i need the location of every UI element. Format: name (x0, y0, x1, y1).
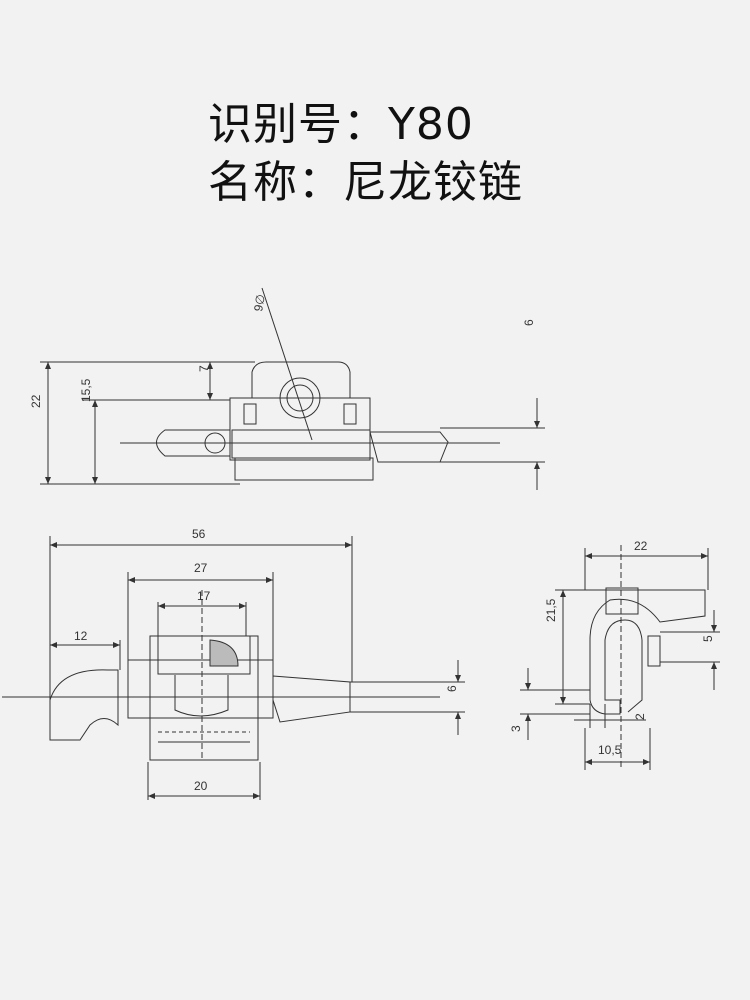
dim-foot-width: 10,5 (598, 743, 622, 757)
leader-line (261, 287, 313, 441)
top-view-base (234, 457, 374, 481)
top-view-body (229, 397, 371, 461)
dim-overall-width: 56 (192, 527, 206, 541)
front-view-housing (149, 635, 259, 761)
dim-foot-height: 3 (509, 725, 523, 732)
dim-boss-height: 7 (197, 365, 211, 372)
side-view-profile (585, 589, 706, 715)
dim-tongue-height: 6 (522, 319, 536, 326)
dim-tab-height: 5 (701, 635, 715, 642)
part-id-label: 识别号：Y80 (208, 99, 474, 150)
dim-side-height: 21,5 (544, 598, 558, 622)
right-tongue (369, 431, 449, 463)
dim-arm-thickness: 6 (445, 685, 459, 692)
top-view (40, 287, 545, 490)
part-name-label: 名称：尼龙铰链 (208, 157, 523, 208)
dim-inner-width: 17 (197, 589, 211, 603)
dim-hole-diameter: 9∅ (251, 293, 268, 312)
dim-lip-height: 2 (633, 713, 647, 720)
front-view-hook (49, 669, 119, 741)
dim-top-width: 22 (634, 539, 648, 553)
side-view (520, 545, 720, 770)
dim-housing-width: 27 (194, 561, 208, 575)
dim-base-width: 20 (194, 779, 208, 793)
pivot-inner-circle (286, 384, 314, 412)
front-view (2, 536, 465, 800)
side-view-nut (605, 587, 639, 615)
front-view-slot (174, 675, 229, 717)
dim-hook-width: 12 (74, 629, 88, 643)
top-view-boss (251, 361, 351, 398)
front-view-arm (272, 675, 351, 723)
section-hatch (209, 639, 239, 667)
pivot-outer-circle (279, 377, 321, 419)
dim-body-height: 15,5 (79, 378, 93, 402)
dim-total-height: 22 (29, 394, 43, 408)
